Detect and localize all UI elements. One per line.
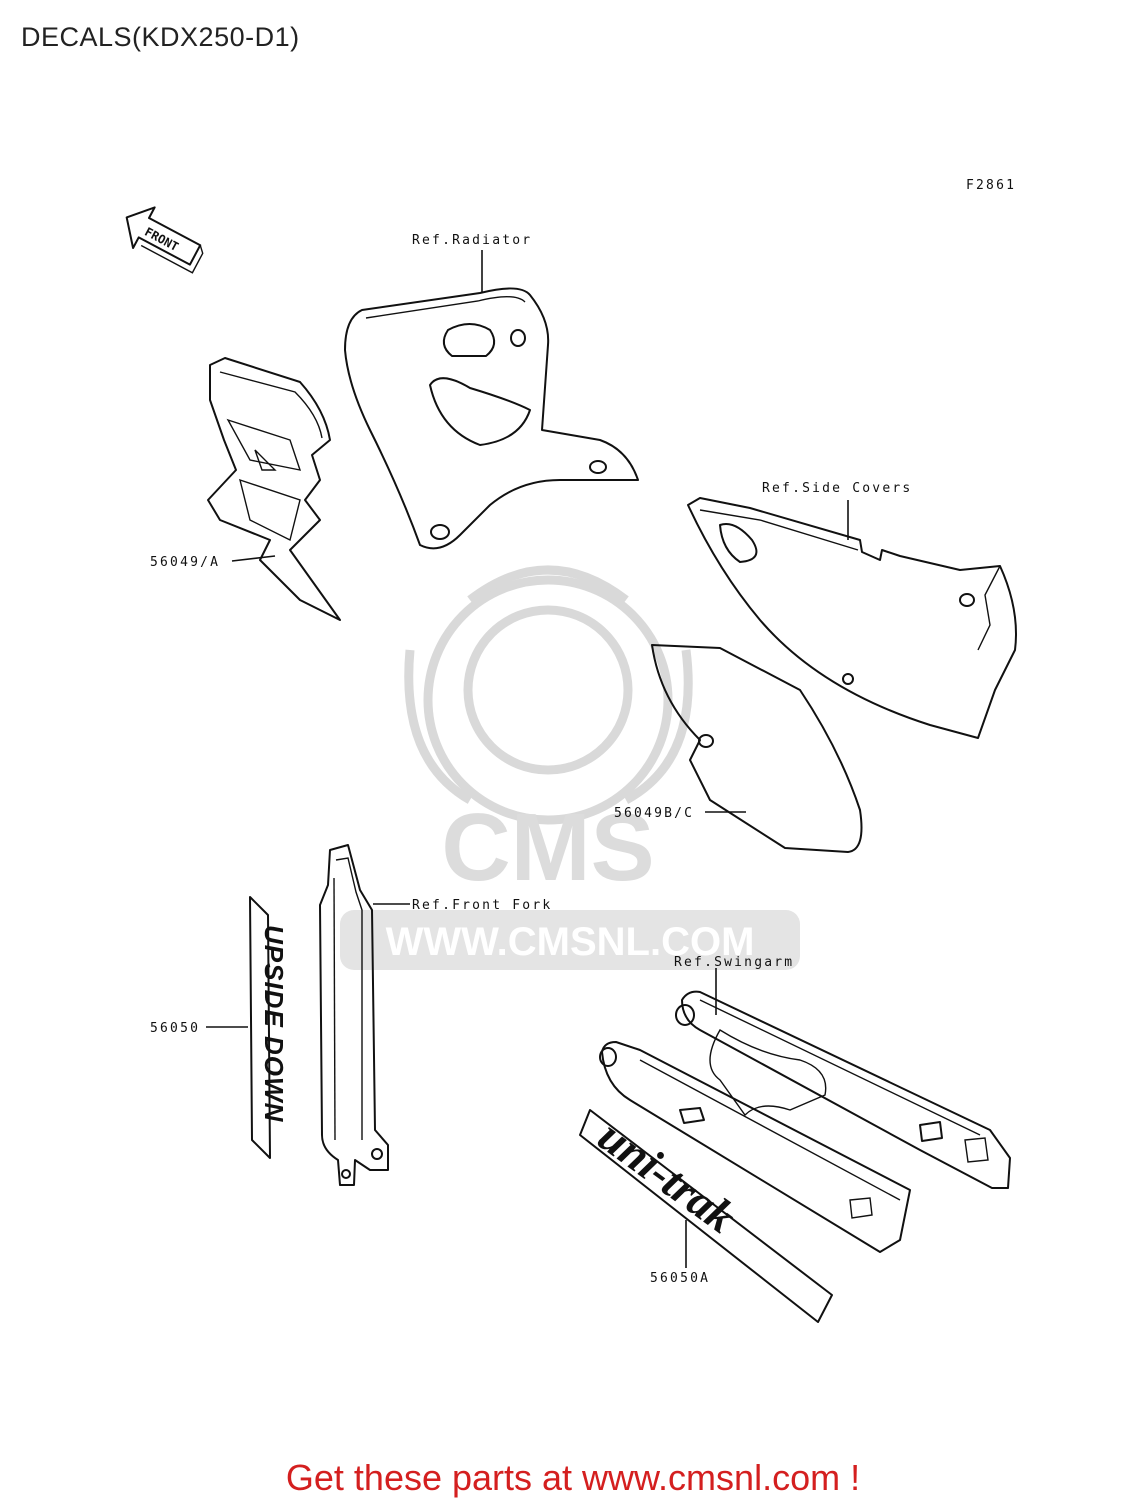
ref-swingarm-label: Ref.Swingarm: [674, 955, 794, 970]
decal-56049-bc: 56049B/C: [614, 644, 863, 853]
part-56049-a-label: 56049/A: [150, 555, 220, 570]
ref-front-fork-label: Ref.Front Fork: [412, 898, 552, 913]
swingarm: Ref.Swingarm: [599, 955, 1011, 1253]
decal-56049-a: 56049/A: [150, 357, 341, 621]
front-arrow-icon: FRONT: [125, 206, 204, 274]
cms-watermark: CMS WWW.CMSNL.COM: [340, 565, 800, 970]
figure-code: F2861: [966, 178, 1016, 193]
ref-radiator-label: Ref.Radiator: [412, 233, 532, 248]
page-title: DECALS(KDX250-D1): [21, 22, 300, 52]
ref-side-covers-label: Ref.Side Covers: [762, 481, 912, 496]
side-cover: Ref.Side Covers: [687, 481, 1017, 739]
watermark-url: WWW.CMSNL.COM: [386, 920, 755, 964]
front-fork: Ref.Front Fork: [319, 844, 552, 1186]
swingarm-decal-text: uni-trak: [589, 1110, 745, 1243]
part-56049-bc-label: 56049B/C: [614, 806, 694, 821]
part-56050-label: 56050: [150, 1021, 200, 1036]
footer-link[interactable]: Get these parts at www.cmsnl.com !: [285, 1457, 861, 1498]
part-56050a-label: 56050A: [650, 1271, 710, 1286]
decal-56050: UPSIDE DOWN 56050: [150, 896, 289, 1159]
decal-56050a: uni-trak 56050A: [579, 1109, 833, 1323]
watermark-brand: CMS: [441, 794, 654, 901]
radiator-shroud: Ref.Radiator: [344, 233, 639, 550]
fork-decal-text: UPSIDE DOWN: [259, 925, 289, 1123]
